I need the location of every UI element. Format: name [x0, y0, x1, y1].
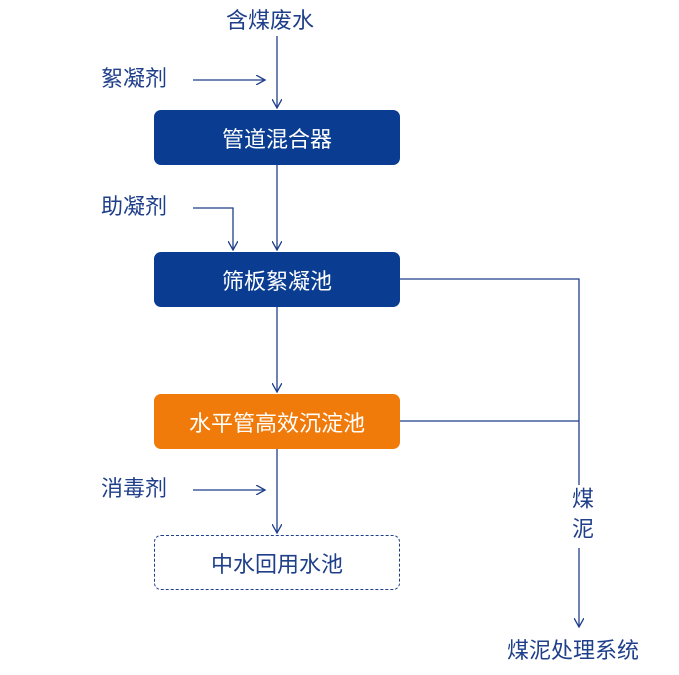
sedimentation-tank-label: 水平管高效沉淀池 — [188, 411, 365, 437]
sieve-flocculation-tank-label: 筛板絮凝池 — [221, 269, 332, 295]
reuse-pool-label: 中水回用水池 — [210, 552, 343, 578]
reuse-pool-box: 中水回用水池 — [154, 535, 400, 590]
sludge-line-sieve — [400, 278, 580, 485]
pipeline-mixer-label: 管道混合器 — [221, 127, 332, 153]
disinfectant-label: 消毒剂 — [101, 477, 168, 502]
source-label: 含煤废水 — [226, 9, 315, 34]
sedimentation-tank-box: 水平管高效沉淀池 — [154, 394, 400, 449]
sludge-line-text: 煤泥 — [568, 487, 593, 547]
sieve-flocculation-tank-box: 筛板絮凝池 — [154, 252, 400, 307]
sludge-treatment-label: 煤泥处理系统 — [507, 639, 640, 664]
arrow-coagulant-aid — [193, 207, 233, 250]
coagulant-aid-label: 助凝剂 — [101, 195, 168, 220]
flocculant-label: 絮凝剂 — [101, 67, 168, 92]
pipeline-mixer-box: 管道混合器 — [154, 110, 400, 165]
sludge-line-label: 煤泥 — [565, 487, 595, 556]
